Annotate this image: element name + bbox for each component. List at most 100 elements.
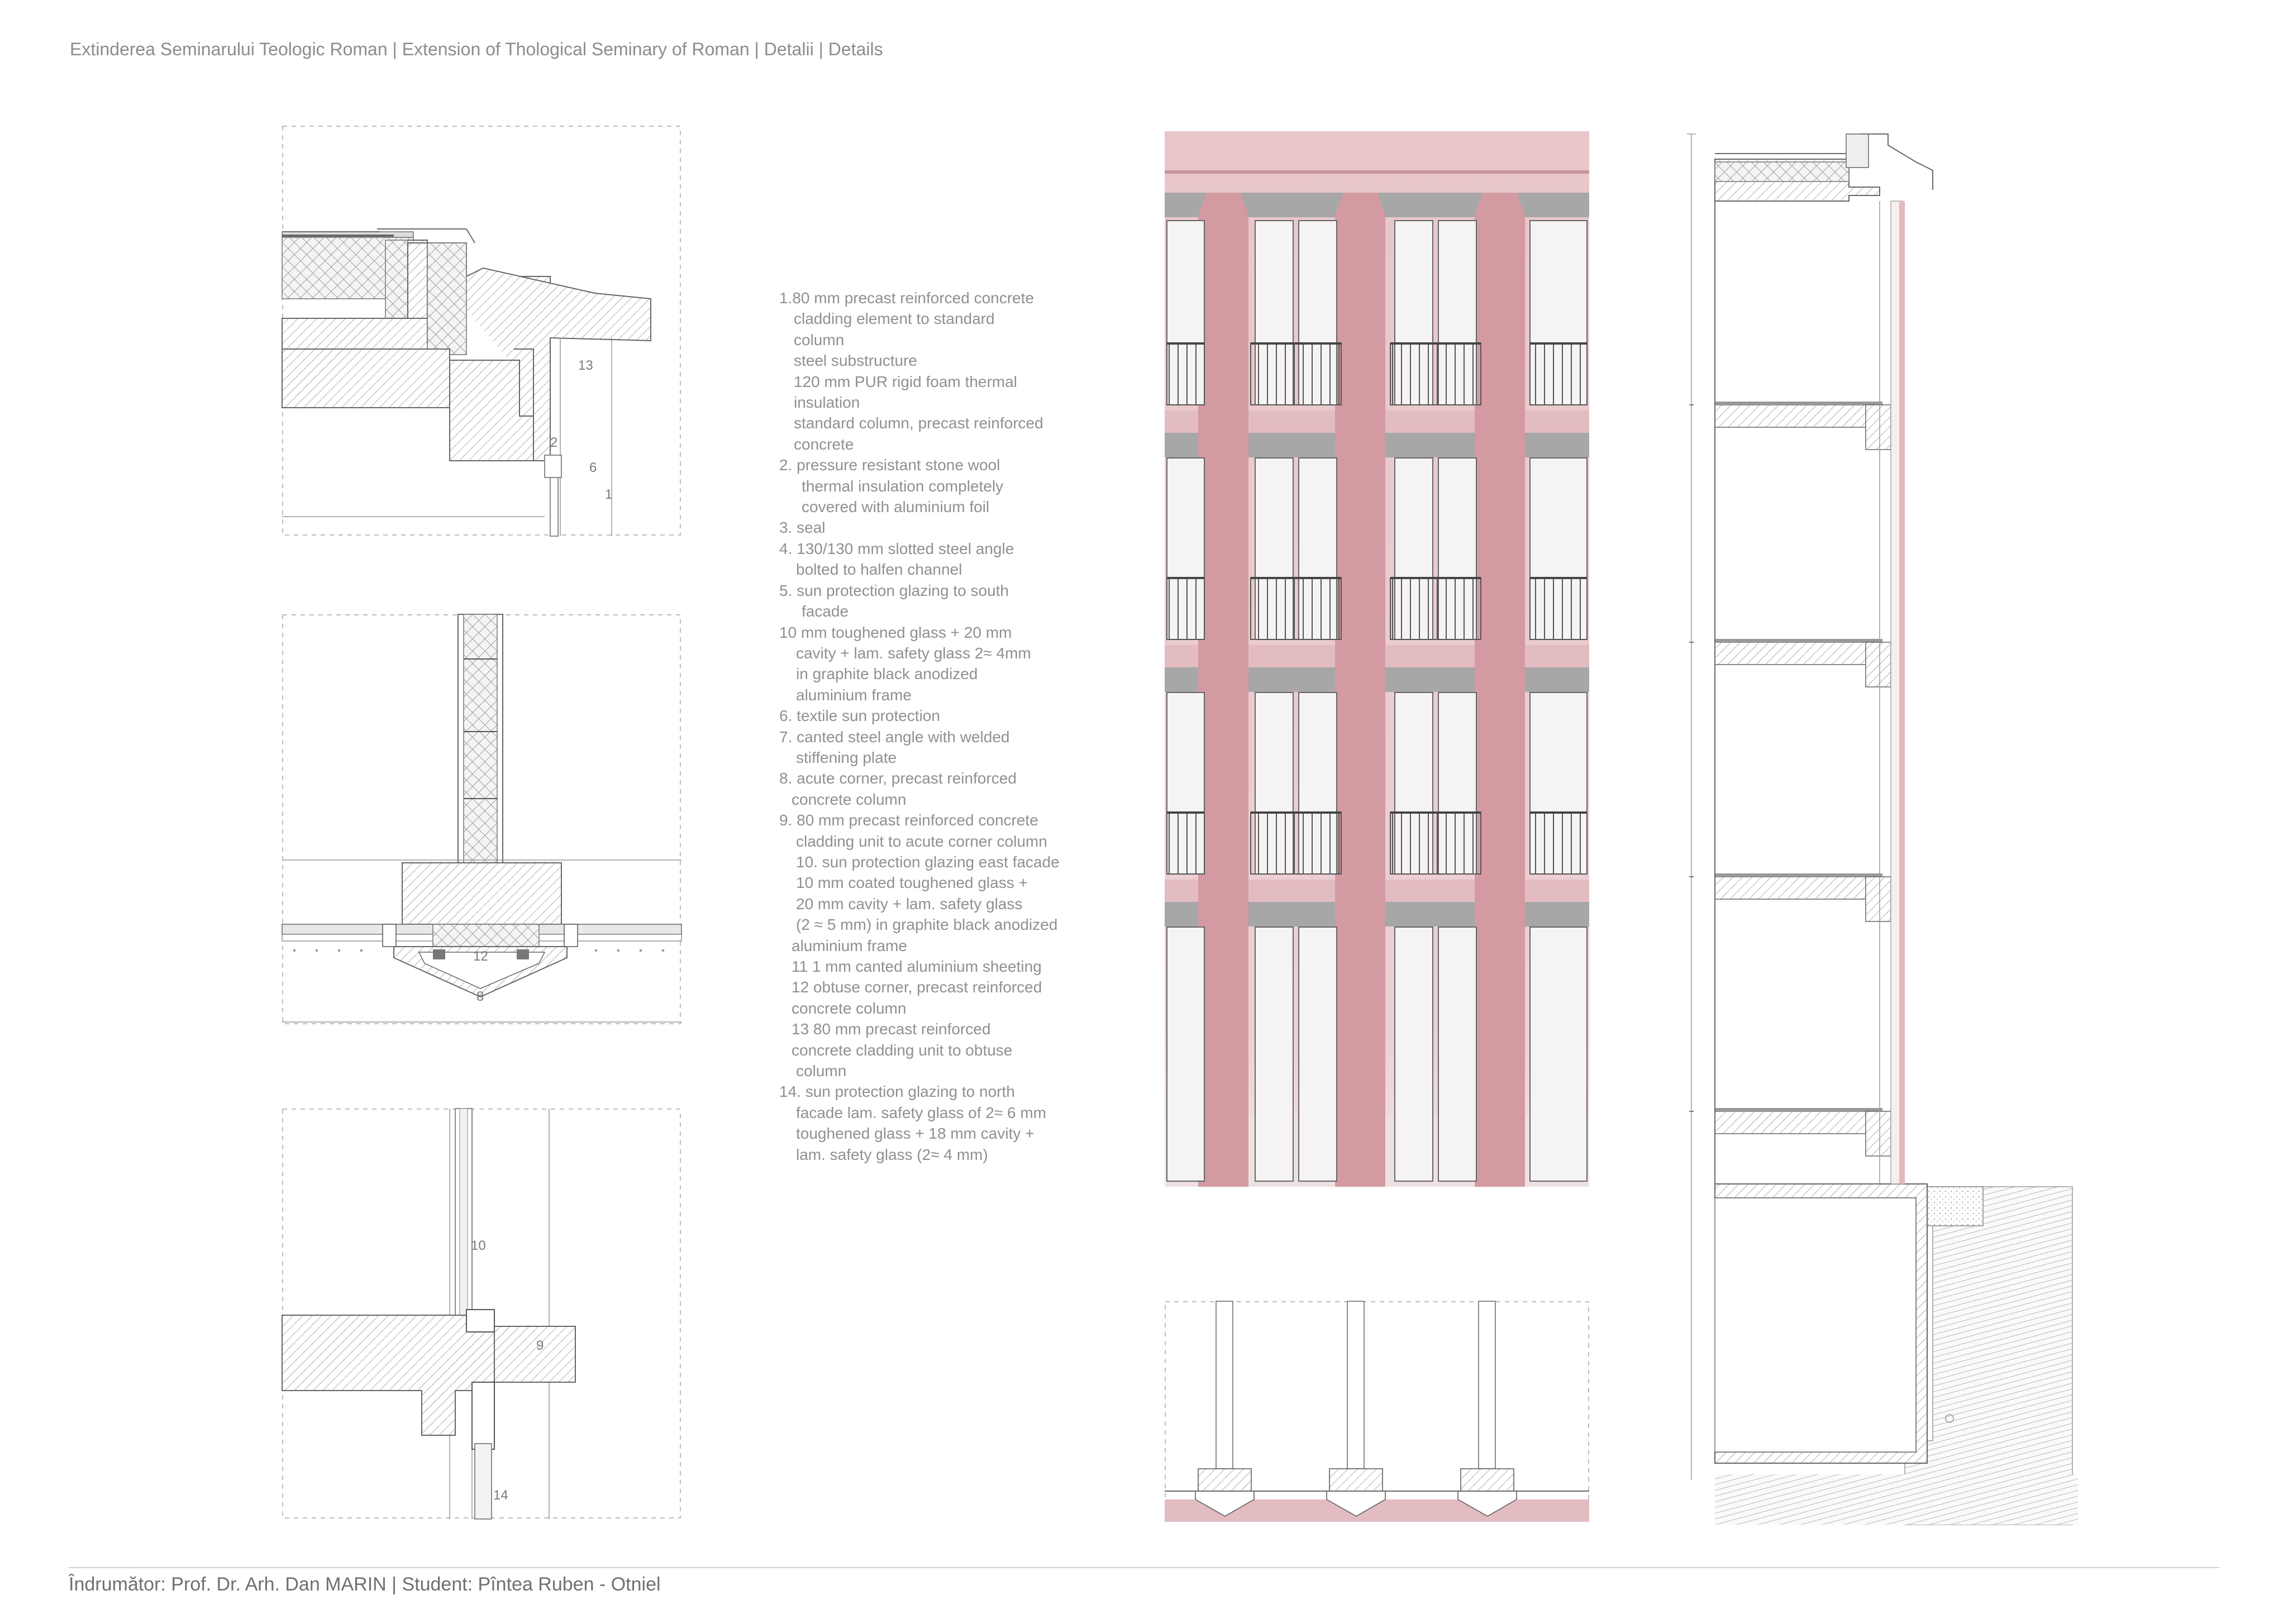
floor-finish xyxy=(1715,402,1882,405)
legend-line: concrete cladding unit to obtuse xyxy=(792,1041,1013,1059)
corner-column xyxy=(402,862,562,925)
callout-2: 2 xyxy=(550,435,557,450)
legend-line: 14. sun protection glazing to north xyxy=(779,1083,1015,1101)
legend-line: covered with aluminium foil xyxy=(802,498,990,516)
legend-line: 13 80 mm precast reinforced xyxy=(792,1020,991,1038)
window-pane xyxy=(1394,926,1433,1182)
balcony-railing xyxy=(1250,343,1342,405)
sheet-title: Extinderea Seminarului Teologic Roman | … xyxy=(70,39,883,59)
facade-column xyxy=(1475,193,1525,1187)
legend-line: 1.80 mm precast reinforced concrete xyxy=(779,289,1034,307)
wall-profile xyxy=(1216,1301,1233,1469)
balcony-railing xyxy=(1390,812,1481,875)
column-plan xyxy=(1329,1468,1383,1492)
legend-line: cladding unit to acute corner column xyxy=(796,832,1047,850)
callout-8: 8 xyxy=(476,989,484,1004)
legend-line: 20 mm cavity + lam. safety glass xyxy=(796,895,1023,913)
wall-section xyxy=(1687,133,2078,1525)
slab-edge-beam xyxy=(1865,404,1891,450)
legend-line: cavity + lam. safety glass 2≈ 4mm xyxy=(796,644,1031,662)
facade-column xyxy=(1198,193,1248,1187)
floor-slab xyxy=(282,1315,495,1436)
legend-line: (2 ≈ 5 mm) in graphite black anodized xyxy=(796,916,1058,934)
legend-line: column xyxy=(796,1062,847,1080)
balcony-railing xyxy=(1250,812,1342,875)
window-pane xyxy=(1298,926,1337,1182)
legend-line: standard column, precast reinforced xyxy=(794,414,1043,432)
detail-slab-edge: 10 9 14 xyxy=(282,1108,681,1520)
callout-13: 13 xyxy=(578,358,593,373)
legend-line: 10 mm coated toughened glass + xyxy=(796,874,1028,892)
slab-edge-beam xyxy=(1865,876,1891,922)
callout-14: 14 xyxy=(493,1488,508,1503)
balcony-railing xyxy=(1166,812,1205,875)
legend-line: facade xyxy=(802,603,849,620)
slab-edge-beam xyxy=(1865,642,1891,687)
legend-line: 11 1 mm canted aluminium sheeting xyxy=(792,958,1042,975)
window-pane xyxy=(1529,926,1588,1182)
legend-line: in graphite black anodized xyxy=(796,665,978,683)
legend-line: steel substructure xyxy=(794,352,917,370)
floor-slab-section xyxy=(1714,876,1883,900)
wall-profile xyxy=(1478,1301,1496,1469)
floor-slab-section xyxy=(1714,1111,1883,1134)
floor-slab-section xyxy=(1714,642,1883,665)
legend-line: concrete xyxy=(794,435,854,453)
detail-plan-corner: 12 8 xyxy=(282,614,682,1024)
material-legend: 1.80 mm precast reinforced concrete clad… xyxy=(779,288,1092,1165)
legend-line: column xyxy=(794,331,845,348)
cladding-unit-9 xyxy=(494,1326,576,1383)
facade-plan-strip xyxy=(1165,1301,1589,1522)
legend-line: 120 mm PUR rigid foam thermal xyxy=(794,372,1017,390)
legend-line: 7. canted steel angle with welded xyxy=(779,728,1010,746)
facade-elevation xyxy=(1165,131,1589,1187)
legend-line: 12 obtuse corner, precast reinforced xyxy=(792,978,1042,996)
legend-line: facade lam. safety glass of 2≈ 6 mm xyxy=(796,1104,1046,1121)
legend-line: 9. 80 mm precast reinforced concrete xyxy=(779,811,1038,829)
callout-9: 9 xyxy=(536,1338,544,1353)
facade-column xyxy=(1335,193,1385,1187)
window-pane xyxy=(1255,926,1294,1182)
legend-line: stiffening plate xyxy=(796,748,897,766)
balcony-railing xyxy=(1529,577,1588,640)
detail-roof-section: 13 2 6 1 xyxy=(282,126,681,537)
cladding-unit-13 xyxy=(466,267,651,461)
legend-line: 5. sun protection glazing to south xyxy=(779,581,1009,599)
callout-6: 6 xyxy=(589,460,597,475)
legend-line: bolted to halfen channel xyxy=(796,561,962,579)
window-pane xyxy=(1166,926,1205,1182)
floor-finish xyxy=(1715,1108,1882,1111)
floor-finish xyxy=(1715,873,1882,877)
balcony-railing xyxy=(1250,577,1342,640)
legend-line: lam. safety glass (2≈ 4 mm) xyxy=(796,1145,988,1163)
balcony-railing xyxy=(1390,577,1481,640)
legend-line: 6. textile sun protection xyxy=(779,707,940,725)
floor-finish xyxy=(1715,639,1882,642)
callout-12: 12 xyxy=(473,949,488,964)
legend-line: aluminium frame xyxy=(792,937,907,954)
callout-10: 10 xyxy=(471,1238,486,1253)
footer-divider xyxy=(69,1567,2219,1568)
legend-line: concrete column xyxy=(792,790,907,808)
balcony-railing xyxy=(1390,343,1481,405)
legend-line: 10. sun protection glazing east facade xyxy=(796,853,1060,871)
slab-edge-beam xyxy=(1865,1111,1891,1157)
column-plan xyxy=(1198,1468,1252,1492)
legend-line: insulation xyxy=(794,394,860,412)
legend-line: aluminium frame xyxy=(796,686,912,704)
legend-line: 4. 130/130 mm slotted steel angle xyxy=(779,539,1014,557)
legend-line: toughened glass + 18 mm cavity + xyxy=(796,1125,1035,1143)
legend-line: 8. acute corner, precast reinforced xyxy=(779,770,1017,787)
legend-line: thermal insulation completely xyxy=(802,477,1004,495)
legend-line: 10 mm toughened glass + 20 mm xyxy=(779,623,1012,641)
legend-line: 2. pressure resistant stone wool xyxy=(779,456,1000,474)
callout-1: 1 xyxy=(605,487,612,502)
wall-profile xyxy=(1347,1301,1365,1469)
balcony-railing xyxy=(1166,577,1205,640)
balcony-railing xyxy=(1529,812,1588,875)
floor-slab-section xyxy=(1714,404,1883,428)
balcony-railing xyxy=(1529,343,1588,405)
legend-line: cladding element to standard xyxy=(794,310,995,328)
credits: Îndrumător: Prof. Dr. Arh. Dan MARIN | S… xyxy=(69,1574,661,1595)
window-pane xyxy=(1438,926,1477,1182)
